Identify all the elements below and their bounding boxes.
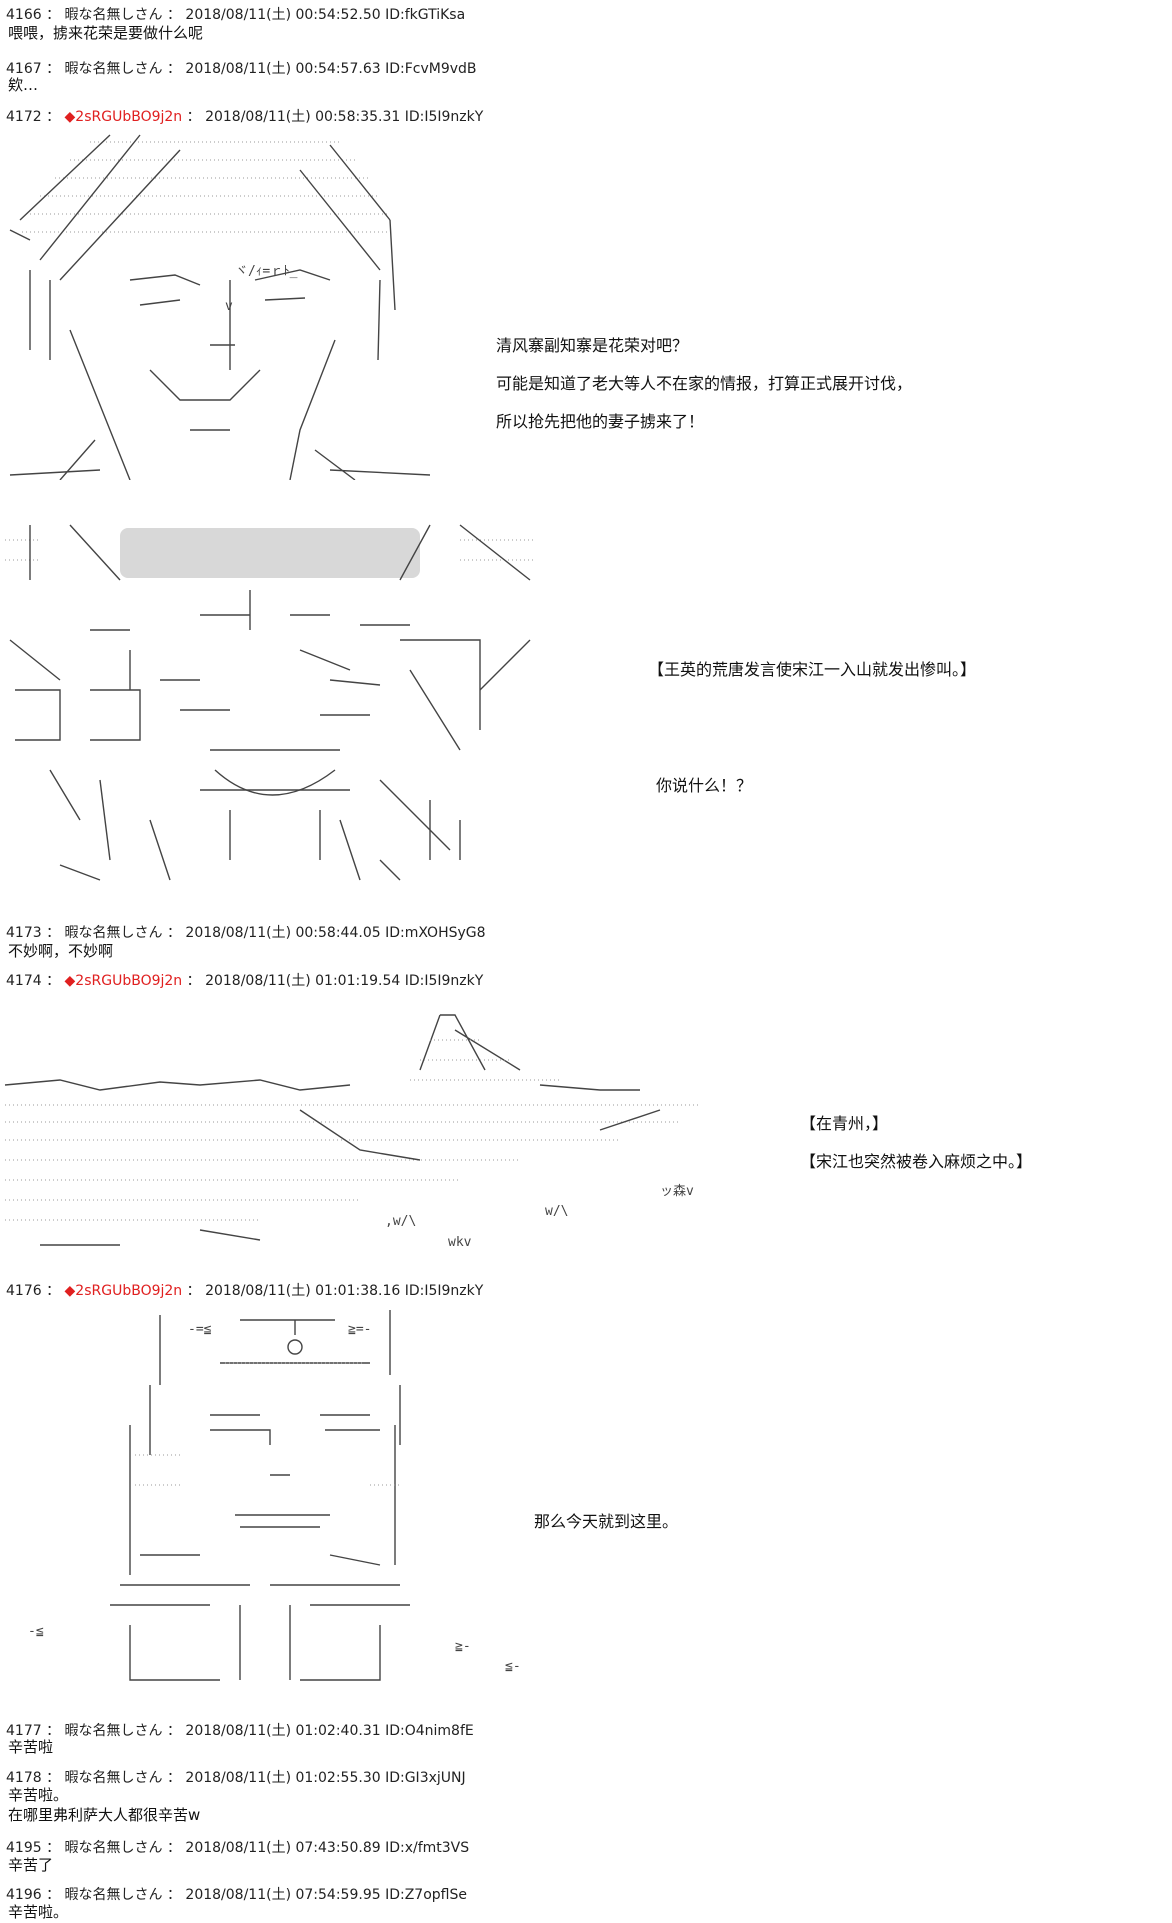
post-body: 辛苦啦。 [8,1903,69,1921]
aa-text: w/\ [545,1204,568,1219]
author-tripcode[interactable]: ◆2sRGUbBO9j2n [64,109,183,125]
post-body: 辛苦啦。 [8,1786,69,1804]
dialog-line: 【宋江也突然被卷入麻烦之中。】 [800,1152,1033,1171]
dialog-line: 【王英的荒唐发言使宋江一入山就发出惨叫。】 [648,660,977,679]
dialog-line: 所以抢先把他的妻子掳来了！ [496,412,705,431]
post-header: 4173 ： 暇な名無しさん ： 2018/08/11(土) 00:58:44.… [6,925,486,941]
post-header: 4195 ： 暇な名無しさん ： 2018/08/11(土) 07:43:50.… [6,1840,470,1856]
aa-text: ≧- [455,1639,471,1654]
post-meta: ： 2018/08/11(土) 00:58:35.31 ID:I5I9nzkY [182,109,484,125]
aa-text: v [225,299,233,314]
aa-text: wkv [448,1235,472,1250]
post-number: 4176 ： [6,1283,65,1299]
post-body: 欸… [8,76,39,94]
post-header: 4178 ： 暇な名無しさん ： 2018/08/11(土) 01:02:55.… [6,1770,466,1786]
post-body: 不妙啊，不妙啊 [8,942,114,960]
post-header: 4176 ： ◆2sRGUbBO9j2n ： 2018/08/11(土) 01:… [6,1280,483,1300]
aa-text: ヾ/ｨ=ｒﾄ_ [235,264,298,279]
ascii-art-portrait: ヾ/ｨ=ｒﾄ_ v [9,134,431,480]
post-body: 辛苦了 [8,1856,54,1874]
dialog-line: 清风寨副知寨是花荣对吧？ [496,336,689,355]
aa-text: ≦- [505,1659,521,1674]
post-header: 4177 ： 暇な名無しさん ： 2018/08/11(土) 01:02:40.… [6,1723,474,1739]
post-body: 在哪里弗利萨大人都很辛苦w [8,1806,201,1824]
ascii-art-smug-face: -=≦ ≧=- ≧- ≦- -≦ [28,1310,521,1681]
aa-text: -≦ [28,1624,44,1639]
aa-text: ,w/\ [385,1214,416,1229]
aa-text: ッ森v [660,1184,694,1199]
dialog-line: 那么今天就到这里。 [534,1512,679,1531]
post-number: 4172 ： [6,109,65,125]
post-header: 4172 ： ◆2sRGUbBO9j2n ： 2018/08/11(土) 00:… [6,106,483,126]
author-tripcode[interactable]: ◆2sRGUbBO9j2n [64,1283,183,1299]
ascii-art-shocked-face [5,524,535,881]
ascii-art-landscape: ッ森v wkv ,w/\ w/\ [4,1014,700,1250]
dialog-line: 你说什么！？ [656,776,753,795]
author-tripcode[interactable]: ◆2sRGUbBO9j2n [64,973,183,989]
post-header: 4196 ： 暇な名無しさん ： 2018/08/11(土) 07:54:59.… [6,1887,467,1903]
aa-text: -=≦ [188,1322,212,1337]
post-header: 4174 ： ◆2sRGUbBO9j2n ： 2018/08/11(土) 01:… [6,970,483,990]
post-number: 4174 ： [6,973,65,989]
post-header: 4167 ： 暇な名無しさん ： 2018/08/11(土) 00:54:57.… [6,61,477,77]
aa-text: ≧=- [348,1322,371,1337]
post-body: 喂喂，掳来花荣是要做什么呢 [8,24,204,42]
post-body: 辛苦啦 [8,1738,54,1756]
dialog-line: 【在青州，】 [800,1114,889,1133]
post-meta: ： 2018/08/11(土) 01:01:19.54 ID:I5I9nzkY [182,973,484,989]
dialog-line: 可能是知道了老大等人不在家的情报，打算正式展开讨伐， [496,374,913,393]
post-meta: ： 2018/08/11(土) 01:01:38.16 ID:I5I9nzkY [182,1283,484,1299]
post-header: 4166 ： 暇な名無しさん ： 2018/08/11(土) 00:54:52.… [6,7,466,23]
